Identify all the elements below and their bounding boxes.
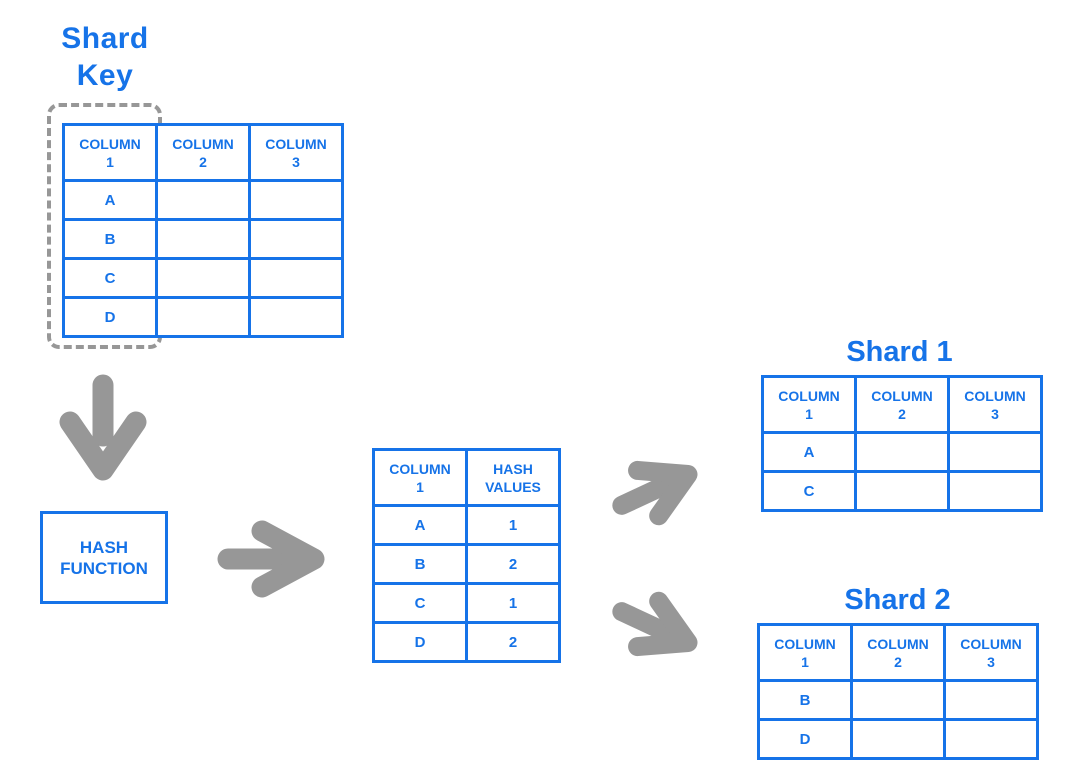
header-line: 3	[292, 153, 300, 170]
table-row: B 2	[372, 543, 561, 585]
table-row: B	[62, 218, 344, 260]
header-line: 1	[801, 653, 809, 670]
table-cell	[155, 296, 251, 338]
header-line: COLUMN	[960, 635, 1022, 652]
table-cell: A	[62, 179, 158, 221]
source-table: COLUMN 1 COLUMN 2 COLUMN 3 A B	[62, 123, 344, 338]
shard2-title: Shard 2	[844, 584, 951, 616]
header-line: COLUMN	[964, 387, 1026, 404]
shard1-table: COLUMN 1 COLUMN 2 COLUMN 3 A C	[761, 375, 1043, 512]
column-header: COLUMN 3	[947, 375, 1043, 434]
table-row: C	[62, 257, 344, 299]
header-line: 2	[199, 153, 207, 170]
column-header: COLUMN 2	[155, 123, 251, 182]
column-header: COLUMN 1	[62, 123, 158, 182]
table-row: B	[757, 679, 1039, 721]
header-line: 3	[991, 405, 999, 422]
table-cell	[943, 718, 1039, 760]
hash-function-label-line: HASH	[79, 537, 129, 557]
header-line: 2	[894, 653, 902, 670]
header-line: COLUMN	[79, 135, 141, 152]
column-header: COLUMN 3	[248, 123, 344, 182]
table-cell: D	[372, 621, 468, 663]
table-cell	[248, 179, 344, 221]
header-line: 1	[805, 405, 813, 422]
table-cell: D	[757, 718, 853, 760]
column-header: COLUMN 1	[372, 448, 468, 507]
shard-key-title-line: Key	[76, 59, 134, 92]
table-cell	[248, 257, 344, 299]
header-line: 3	[987, 653, 995, 670]
table-cell	[947, 470, 1043, 512]
header-line: COLUMN	[389, 460, 451, 477]
table-cell: D	[62, 296, 158, 338]
table-cell: C	[761, 470, 857, 512]
table-cell	[854, 431, 950, 473]
hash-function-label-line: FUNCTION	[60, 558, 148, 578]
table-row: A	[62, 179, 344, 221]
header-line: COLUMN	[265, 135, 327, 152]
table-cell: 2	[465, 621, 561, 663]
table-cell	[155, 179, 251, 221]
table-cell	[248, 296, 344, 338]
header-row: COLUMN 1 HASH VALUES	[372, 448, 561, 507]
column-header: COLUMN 2	[850, 623, 946, 682]
table-cell: C	[62, 257, 158, 299]
table-cell	[155, 257, 251, 299]
arrow-up-right-icon	[612, 460, 698, 526]
shard-key-title-line: Shard	[61, 22, 149, 55]
arrow-down-right-icon	[612, 591, 698, 657]
table-cell: C	[372, 582, 468, 624]
shard-key-title: Shard Key	[40, 20, 170, 94]
table-cell	[248, 218, 344, 260]
header-row: COLUMN 1 COLUMN 2 COLUMN 3	[757, 623, 1039, 682]
header-row: COLUMN 1 COLUMN 2 COLUMN 3	[761, 375, 1043, 434]
table-row: A 1	[372, 504, 561, 546]
table-cell	[943, 679, 1039, 721]
table-cell: A	[761, 431, 857, 473]
header-line: 2	[898, 405, 906, 422]
header-line: COLUMN	[871, 387, 933, 404]
table-row: C 1	[372, 582, 561, 624]
table-cell	[850, 679, 946, 721]
table-cell: 1	[465, 504, 561, 546]
table-cell: B	[757, 679, 853, 721]
table-cell	[155, 218, 251, 260]
table-row: D	[62, 296, 344, 338]
column-header: COLUMN 2	[854, 375, 950, 434]
column-header: HASH VALUES	[465, 448, 561, 507]
header-line: COLUMN	[774, 635, 836, 652]
table-row: D	[757, 718, 1039, 760]
table-cell: B	[62, 218, 158, 260]
table-cell: 2	[465, 543, 561, 585]
table-cell: 1	[465, 582, 561, 624]
header-row: COLUMN 1 COLUMN 2 COLUMN 3	[62, 123, 344, 182]
arrow-right-icon	[217, 520, 325, 598]
table-cell: A	[372, 504, 468, 546]
column-header: COLUMN 1	[757, 623, 853, 682]
header-line: COLUMN	[867, 635, 929, 652]
header-line: 1	[416, 478, 424, 495]
table-row: C	[761, 470, 1043, 512]
header-line: COLUMN	[172, 135, 234, 152]
shard2-table: COLUMN 1 COLUMN 2 COLUMN 3 B D	[757, 623, 1039, 760]
table-cell	[947, 431, 1043, 473]
header-line: COLUMN	[778, 387, 840, 404]
table-row: D 2	[372, 621, 561, 663]
column-header: COLUMN 1	[761, 375, 857, 434]
table-cell: B	[372, 543, 468, 585]
column-header: COLUMN 3	[943, 623, 1039, 682]
table-cell	[854, 470, 950, 512]
table-cell	[850, 718, 946, 760]
hash-function-box: HASH FUNCTION	[40, 511, 168, 604]
header-line: 1	[106, 153, 114, 170]
hash-values-table: COLUMN 1 HASH VALUES A 1 B 2 C 1	[372, 448, 561, 663]
header-line: VALUES	[485, 478, 541, 495]
header-line: HASH	[493, 460, 533, 477]
shard1-title: Shard 1	[846, 336, 953, 368]
arrow-down-icon	[59, 374, 147, 481]
table-row: A	[761, 431, 1043, 473]
